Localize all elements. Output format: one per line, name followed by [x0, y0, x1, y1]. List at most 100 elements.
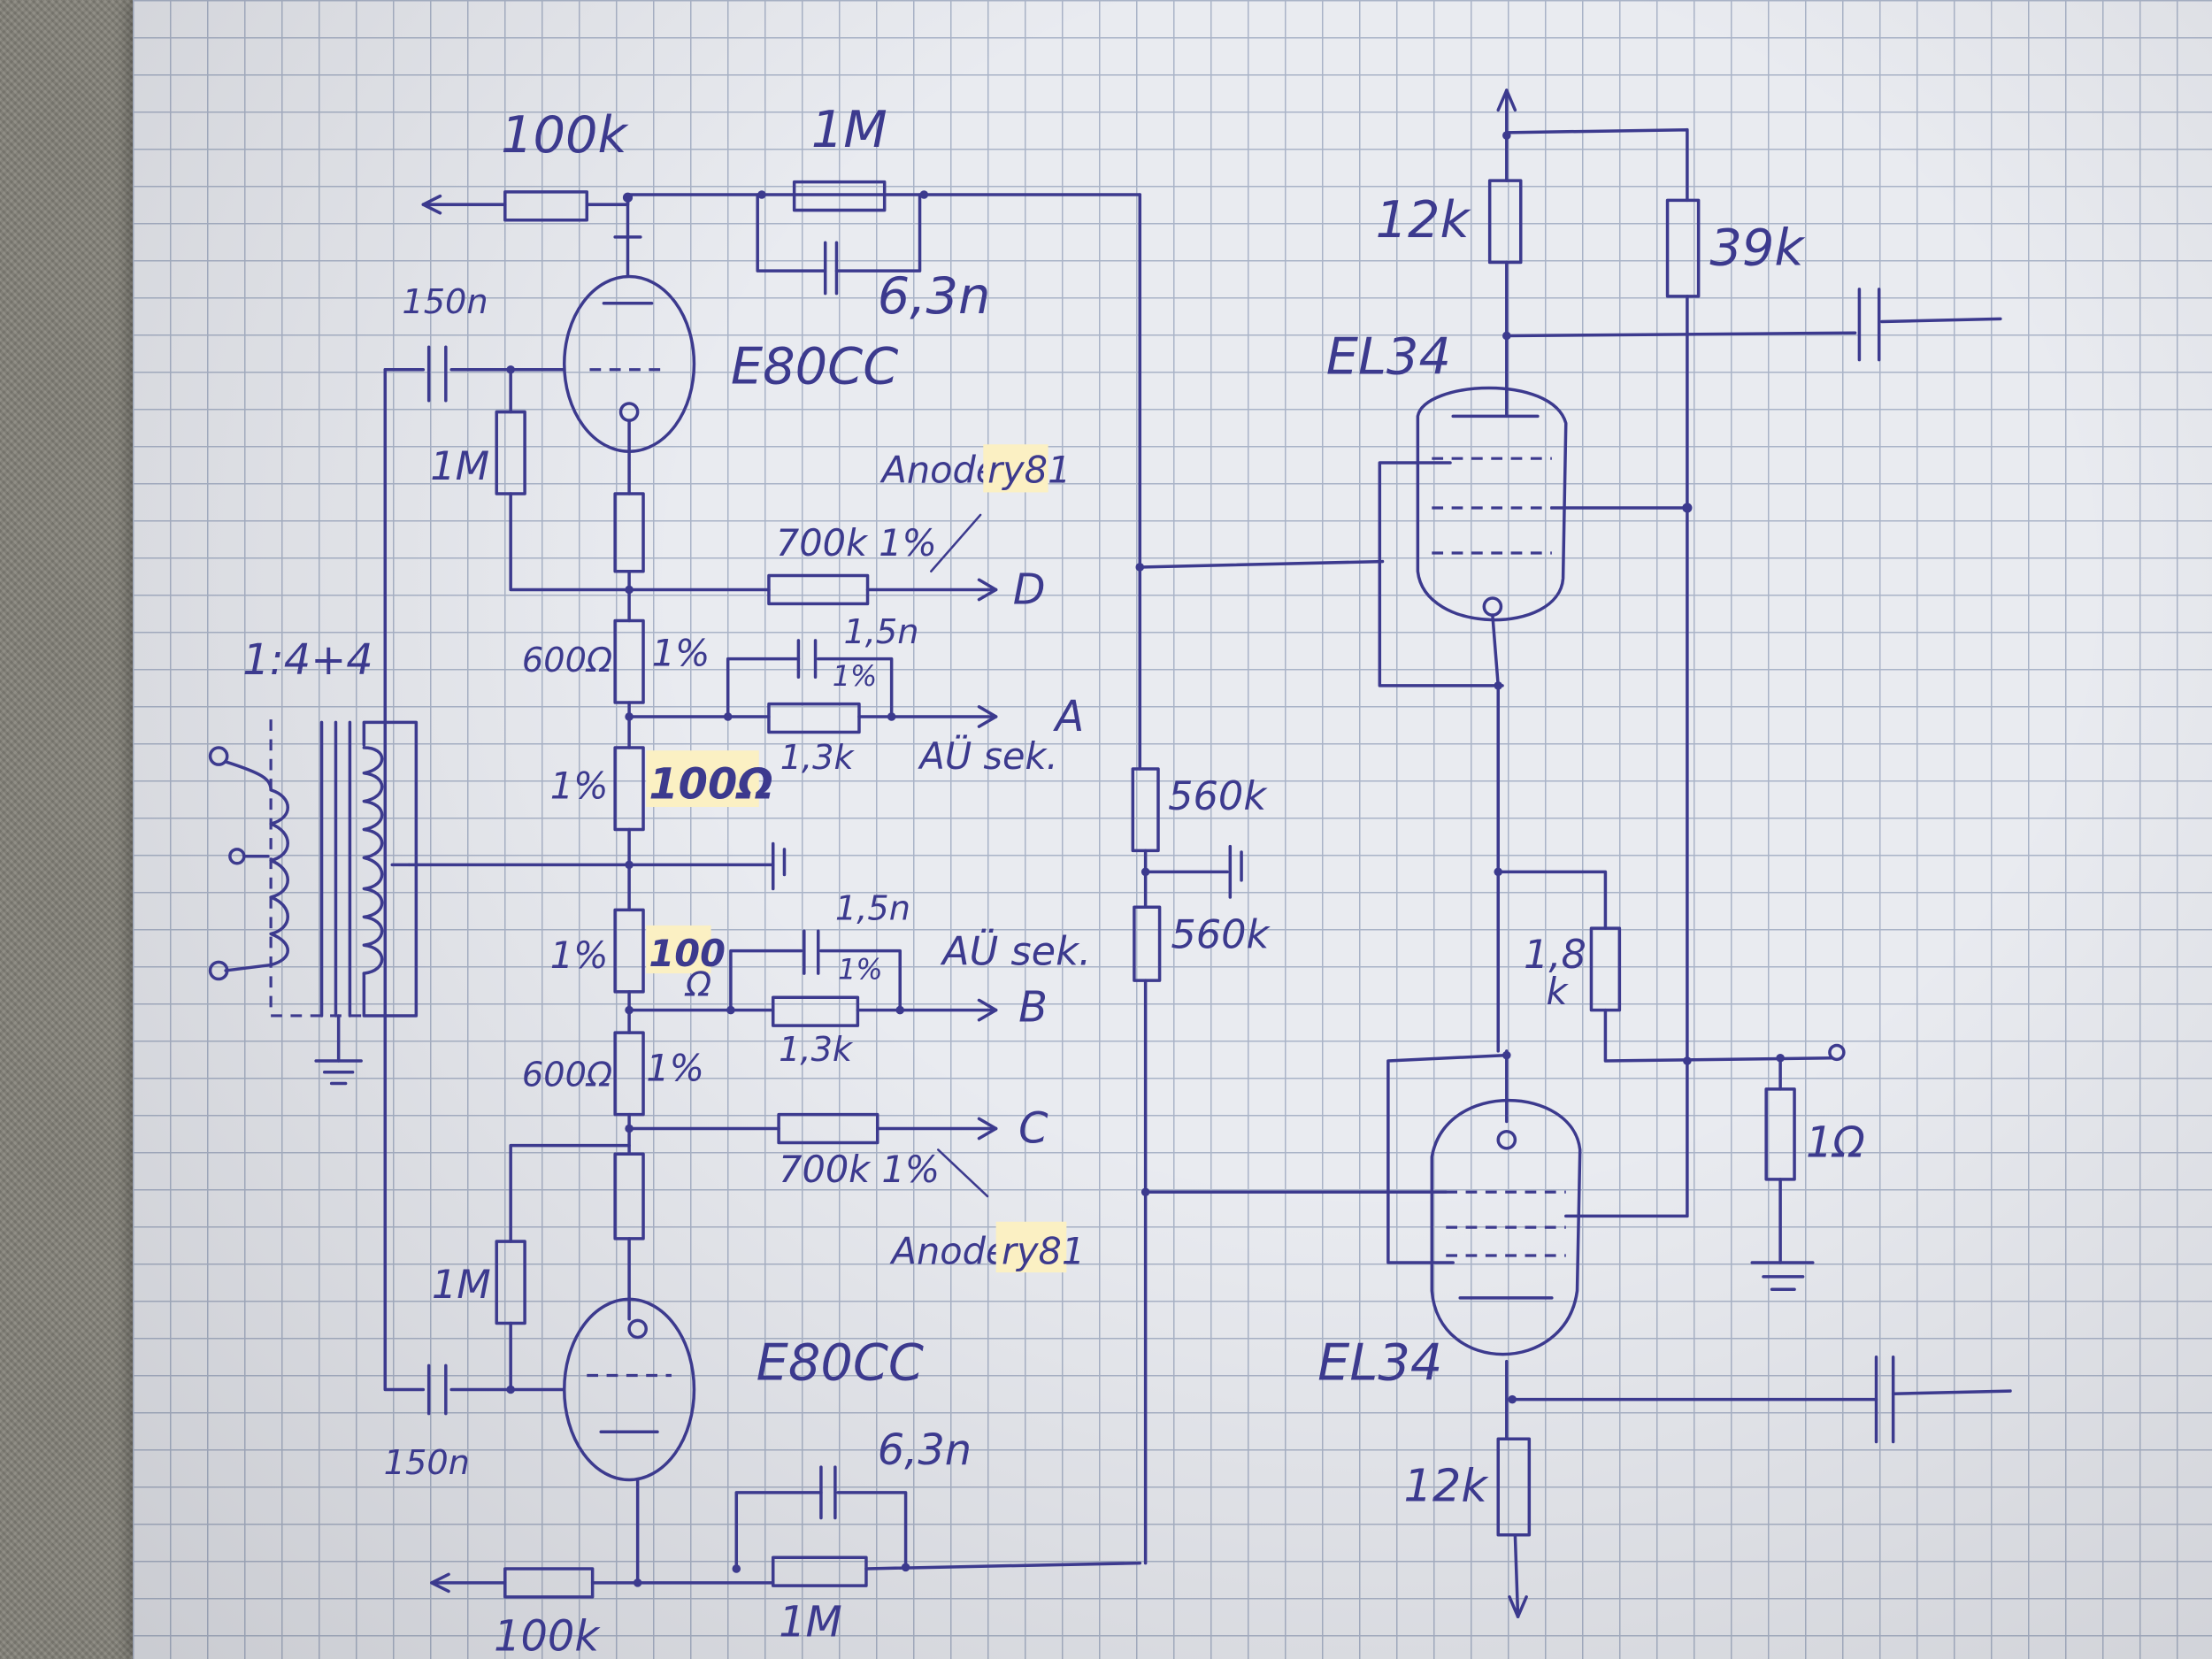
label-6-3n-bottom: 6,3n: [878, 1426, 972, 1475]
label-terminal-d: D: [1013, 565, 1046, 614]
resistor-1-3k-top: [767, 702, 861, 734]
label-100-lower-unit: Ω: [684, 965, 711, 1005]
label-600-bottom: 600Ω: [522, 1056, 612, 1095]
label-100-upper: 100Ω: [649, 760, 773, 809]
label-1M-bottom: 1M: [779, 1598, 842, 1647]
resistor-560k-top: [1131, 767, 1160, 853]
label-12k-top: 12k: [1376, 190, 1472, 250]
resistor-12k-top: [1487, 179, 1523, 265]
graph-paper: [133, 0, 2212, 1659]
notebook-binding: [0, 0, 150, 1659]
resistor-cathode-top: [613, 492, 645, 573]
label-1-8k-unit: k: [1546, 971, 1569, 1013]
resistor-39k: [1665, 198, 1701, 298]
capacitor-150n-top: [426, 345, 448, 403]
resistor-600-top: [613, 618, 645, 704]
label-600-top-tol: 1%: [652, 633, 710, 675]
label-1-3k-top: 1,3k: [780, 738, 856, 778]
label-anode-top: Anode: [879, 449, 998, 491]
label-anode-bottom: Anode: [889, 1231, 1009, 1273]
resistor-100-lower: [613, 908, 645, 994]
power-stage: [1375, 88, 2012, 1618]
label-1M-grid-top: 1M: [430, 443, 489, 489]
label-1-5n-top: 1,5n: [843, 612, 918, 652]
label-anode-bottom-highlight: ry81: [1002, 1231, 1085, 1273]
capacitor-1-5n-top: [796, 639, 818, 680]
label-39k: 39k: [1709, 219, 1806, 278]
resistor-1-3k-bottom: [771, 995, 860, 1027]
resistor-1M-bottom: [771, 1555, 868, 1587]
label-transformer-ratio: 1:4+4: [242, 636, 373, 685]
component-labels: 100k 1M 150n 6,3n E80CC 1M Anode ry81 70…: [242, 100, 1865, 1659]
capacitor-output-top: [1857, 288, 1881, 362]
capacitor-output-bottom: [1874, 1356, 1895, 1444]
resistor-700k-top: [767, 573, 870, 606]
label-100-lower: 100: [649, 933, 726, 975]
label-1-5n-bottom: 1,5n: [835, 889, 910, 929]
label-700k-bottom: 700k 1%: [779, 1148, 940, 1191]
capacitor-6-3n-top: [823, 241, 839, 296]
label-1-3k-bottom: 1,3k: [779, 1030, 854, 1070]
resistor-12k-bottom: [1496, 1437, 1532, 1537]
resistor-600-bottom: [613, 1031, 645, 1117]
resistor-100k-bottom: [503, 1567, 595, 1599]
label-terminal-c: C: [1018, 1104, 1048, 1153]
top-stage: [383, 180, 1142, 912]
capacitor-bus-bypass: [1228, 844, 1243, 899]
label-150n-bottom: 150n: [384, 1443, 470, 1483]
resistor-1M-grid-bottom: [495, 1240, 526, 1325]
label-700k-top: 700k 1%: [776, 522, 937, 565]
highlight-anode-bottom: [995, 1221, 1067, 1273]
tube-el34-bottom: [1430, 1098, 1582, 1356]
capacitor-6-3n-bottom: [819, 1465, 837, 1520]
label-1-8k-value: 1,8: [1524, 932, 1586, 978]
label-100-upper-tol: 1%: [550, 764, 609, 807]
label-600-bottom-tol: 1%: [646, 1047, 704, 1089]
label-100k-top: 100k: [501, 105, 630, 165]
label-100-lower-tol: 1%: [550, 934, 609, 977]
highlight-anode-top: [983, 444, 1048, 493]
label-600-top: 600Ω: [522, 641, 612, 680]
label-tube-bottom: E80CC: [757, 1333, 924, 1392]
label-100k-bottom: 100k: [494, 1612, 601, 1659]
label-au-sek-top: AÜ sek.: [918, 735, 1058, 778]
label-terminal-b: B: [1018, 983, 1048, 1032]
resistor-1-8k: [1589, 926, 1622, 1012]
resistor-cathode-bottom: [613, 1152, 645, 1240]
output-arrow-top: [421, 194, 507, 215]
wire-transformer-to-grids: [383, 367, 426, 1392]
label-1-5n-bottom-tol: 1%: [838, 953, 883, 987]
label-terminal-a: A: [1053, 693, 1085, 741]
label-12k-bottom: 12k: [1403, 1460, 1489, 1512]
resistor-700k-bottom: [777, 1112, 879, 1145]
bottom-stage: [426, 908, 1142, 1599]
label-150n-top: 150n: [402, 282, 488, 322]
tube-el34-top: [1416, 386, 1568, 622]
label-1M-grid-bottom: 1M: [432, 1262, 491, 1308]
resistor-100k-top: [503, 190, 589, 222]
label-tube-top: E80CC: [731, 337, 898, 396]
label-anode-top-highlight: ry81: [987, 449, 1071, 491]
highlight-100-lower: [646, 925, 711, 974]
label-el34-top: EL34: [1326, 327, 1451, 387]
resistor-560k-bottom: [1133, 905, 1162, 982]
label-560k-bottom: 560k: [1171, 911, 1271, 957]
resistor-1M-grid-top: [495, 410, 526, 495]
tube-e80cc-bottom: [563, 1297, 696, 1482]
label-el34-bottom: EL34: [1317, 1333, 1442, 1392]
label-6-3n-top: 6,3n: [878, 266, 991, 326]
label-au-sek-bottom: AÜ sek.: [940, 929, 1091, 975]
label-560k-top: 560k: [1168, 773, 1268, 819]
capacitor-1-5n-bottom: [803, 929, 820, 975]
label-1M-top: 1M: [811, 100, 887, 159]
highlight-100-upper: [646, 750, 759, 807]
label-1-5n-top-tol: 1%: [833, 659, 878, 693]
capacitor-center-bypass: [771, 841, 787, 891]
resistor-1M-top: [792, 180, 887, 212]
resistor-100-upper: [613, 746, 645, 832]
feedback-bus: [1131, 193, 1385, 1565]
capacitor-150n-bottom: [426, 1363, 448, 1416]
resistor-1-ohm: [1764, 1087, 1796, 1181]
label-1-ohm: 1Ω: [1806, 1118, 1865, 1167]
